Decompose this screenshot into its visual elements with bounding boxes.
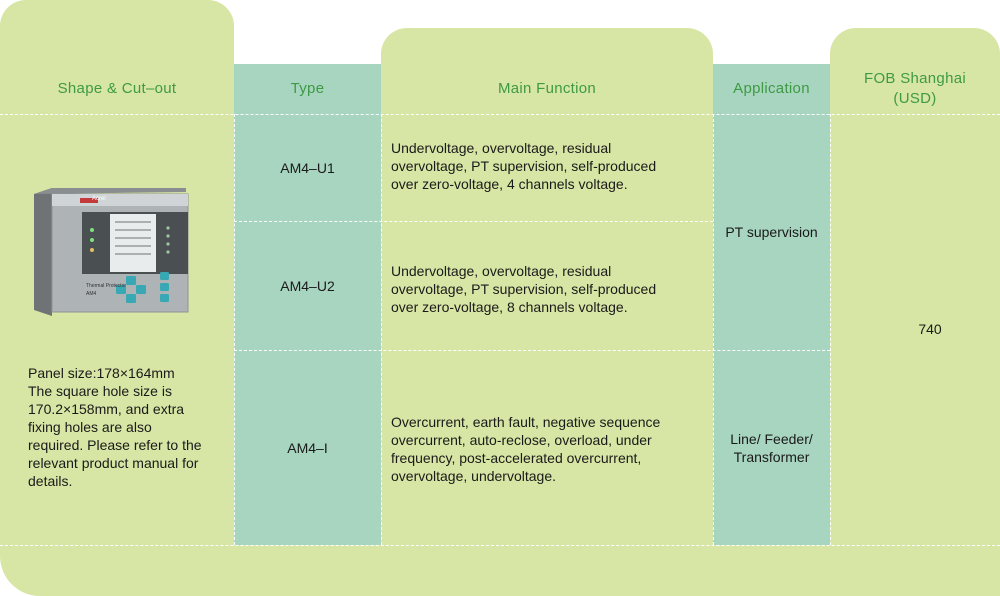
- type-cell: AM4–I: [287, 439, 328, 456]
- header-fob: FOB Shanghai (USD): [864, 70, 966, 107]
- type-cell: AM4–U2: [280, 277, 335, 294]
- price-value: 740: [918, 321, 942, 337]
- row-separator-2: [234, 350, 830, 351]
- column-divider-1: [234, 114, 235, 545]
- application-column-bg: [713, 64, 830, 545]
- type-column-bg: [234, 64, 381, 545]
- header-shape: Shape & Cut–out: [57, 80, 177, 97]
- footer-separator: [0, 545, 1000, 546]
- device-model: AM4: [86, 291, 97, 297]
- product-device-image: [34, 188, 189, 316]
- column-divider-2: [381, 114, 382, 545]
- device-caption: Thermal Protector: [86, 283, 127, 289]
- function-cell: Undervoltage, overvoltage, residual over…: [391, 140, 657, 192]
- footer-band: [0, 545, 1000, 596]
- row-separator-1: [234, 221, 713, 222]
- function-cell: Overcurrent, earth fault, negative seque…: [391, 414, 661, 484]
- application-cell-pt: PT supervision: [725, 224, 818, 240]
- column-divider-4: [830, 114, 831, 545]
- application-cell-line: Line/ Feeder/ Transformer: [730, 430, 813, 465]
- type-cell: AM4–U1: [280, 159, 335, 176]
- column-divider-3: [713, 114, 714, 545]
- function-cell: Undervoltage, overvoltage, residual over…: [391, 263, 657, 315]
- header-separator: [0, 114, 1000, 115]
- header-main-function: Main Function: [497, 80, 597, 97]
- device-brand: Acrel: [92, 196, 106, 202]
- header-application: Application: [733, 80, 810, 97]
- header-type: Type: [290, 80, 325, 97]
- shape-description: Panel size:178×164mm The square hole siz…: [28, 365, 202, 489]
